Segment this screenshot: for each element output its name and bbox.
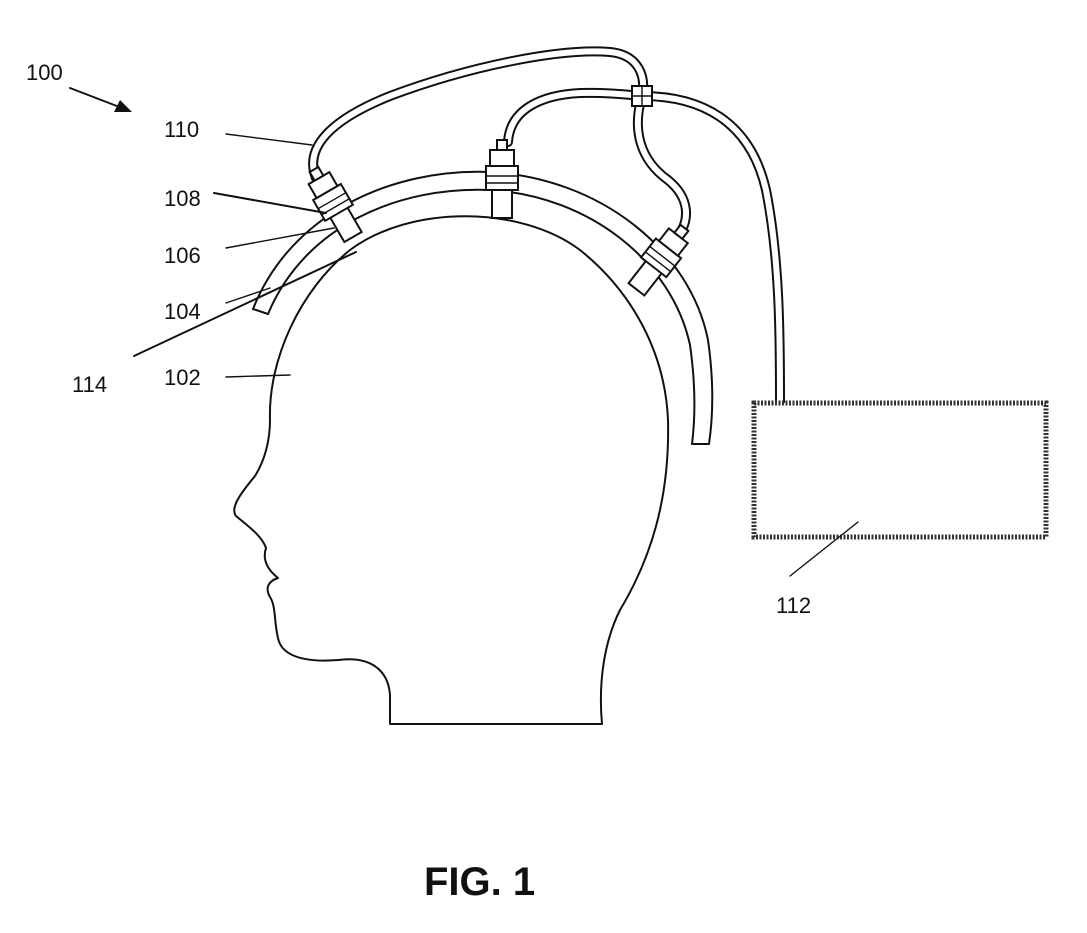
ref-label-114: 114	[72, 372, 107, 398]
tubing-electrode-3	[638, 96, 686, 236]
ref-label-102: 102	[164, 365, 201, 391]
head-outline	[234, 216, 668, 724]
ref-label-108: 108	[164, 186, 201, 212]
electrode-assembly-rear	[624, 218, 697, 299]
control-box	[754, 403, 1046, 537]
ref-label-106: 106	[164, 243, 201, 269]
leader-100-arrow	[70, 88, 122, 108]
band-front-end	[253, 309, 268, 314]
leader-102	[226, 375, 290, 377]
ref-label-100: 100	[26, 60, 63, 86]
ref-label-110: 110	[164, 117, 199, 143]
ref-label-104: 104	[164, 299, 201, 325]
figure-caption: FIG. 1	[424, 860, 535, 905]
leader-110	[226, 134, 312, 145]
tubing-electrode-2	[508, 93, 642, 142]
electrode-assembly-top	[486, 140, 518, 218]
ref-label-112: 112	[776, 593, 811, 619]
leader-108	[214, 193, 326, 213]
